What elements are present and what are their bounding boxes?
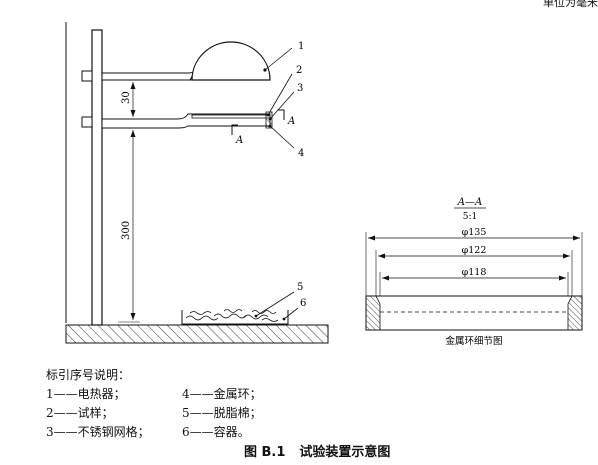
- cotton-wool: [185, 309, 279, 322]
- legend-item: 5——脱脂棉；: [182, 406, 262, 420]
- specimen-layer: [191, 114, 271, 119]
- metal-ring-end: [265, 111, 273, 129]
- section-mark-right: [278, 109, 285, 120]
- ring-wall-left: [365, 295, 381, 331]
- leader-line-6: [283, 307, 299, 320]
- legend-item: 3——不锈钢网格；: [46, 425, 150, 439]
- detail-scale: 5:1: [463, 212, 477, 222]
- callout-3: 3: [297, 83, 303, 94]
- dim-d135-label: φ135: [462, 227, 487, 238]
- dim-d122-label: φ122: [462, 245, 487, 256]
- callout-2: 2: [296, 65, 302, 76]
- container: [181, 310, 289, 325]
- legend-item: 6——容器。: [182, 425, 250, 439]
- detail-section-title: A—A: [457, 197, 482, 208]
- dim-300-label: 300: [121, 221, 132, 240]
- unit-note: 单位为毫米: [543, 0, 598, 9]
- legend-item: 1——电热器；: [46, 387, 126, 401]
- base-plate: [65, 324, 329, 344]
- section-label-right: A: [287, 116, 295, 127]
- figure-number: 图 B.1: [244, 445, 286, 460]
- callout-1: 1: [298, 41, 304, 52]
- dim-30-label: 30: [121, 91, 132, 104]
- heater-arm: [101, 65, 199, 81]
- callout-6: 6: [300, 298, 306, 309]
- legend-item: 4——金属环；: [182, 387, 262, 401]
- ring-wall-right: [567, 295, 583, 331]
- callout-4: 4: [298, 148, 304, 159]
- leader-line-3: [269, 91, 295, 120]
- figure-title: 试验装置示意图: [299, 445, 391, 460]
- section-label-left: A: [235, 135, 243, 146]
- detail-caption: 金属环细节图: [445, 335, 502, 347]
- ring-outline: [365, 295, 583, 331]
- leader-line-5: [255, 291, 295, 317]
- callout-5: 5: [297, 282, 303, 293]
- legend-title: 标引序号说明：: [46, 368, 131, 382]
- dim-d118-label: φ118: [462, 267, 487, 278]
- leader-line-4: [269, 125, 295, 149]
- heater-arm-bracket: [81, 70, 93, 82]
- support-post: [91, 29, 103, 326]
- figure-caption: 图 B.1 试验装置示意图: [244, 441, 390, 460]
- electric-heater: [191, 41, 271, 81]
- legend-item: 2——试样；: [46, 406, 114, 420]
- leader-line-2: [267, 73, 293, 116]
- section-mark-left: [231, 124, 238, 135]
- specimen-arm-bracket: [81, 116, 93, 128]
- leader-line-1: [264, 47, 293, 71]
